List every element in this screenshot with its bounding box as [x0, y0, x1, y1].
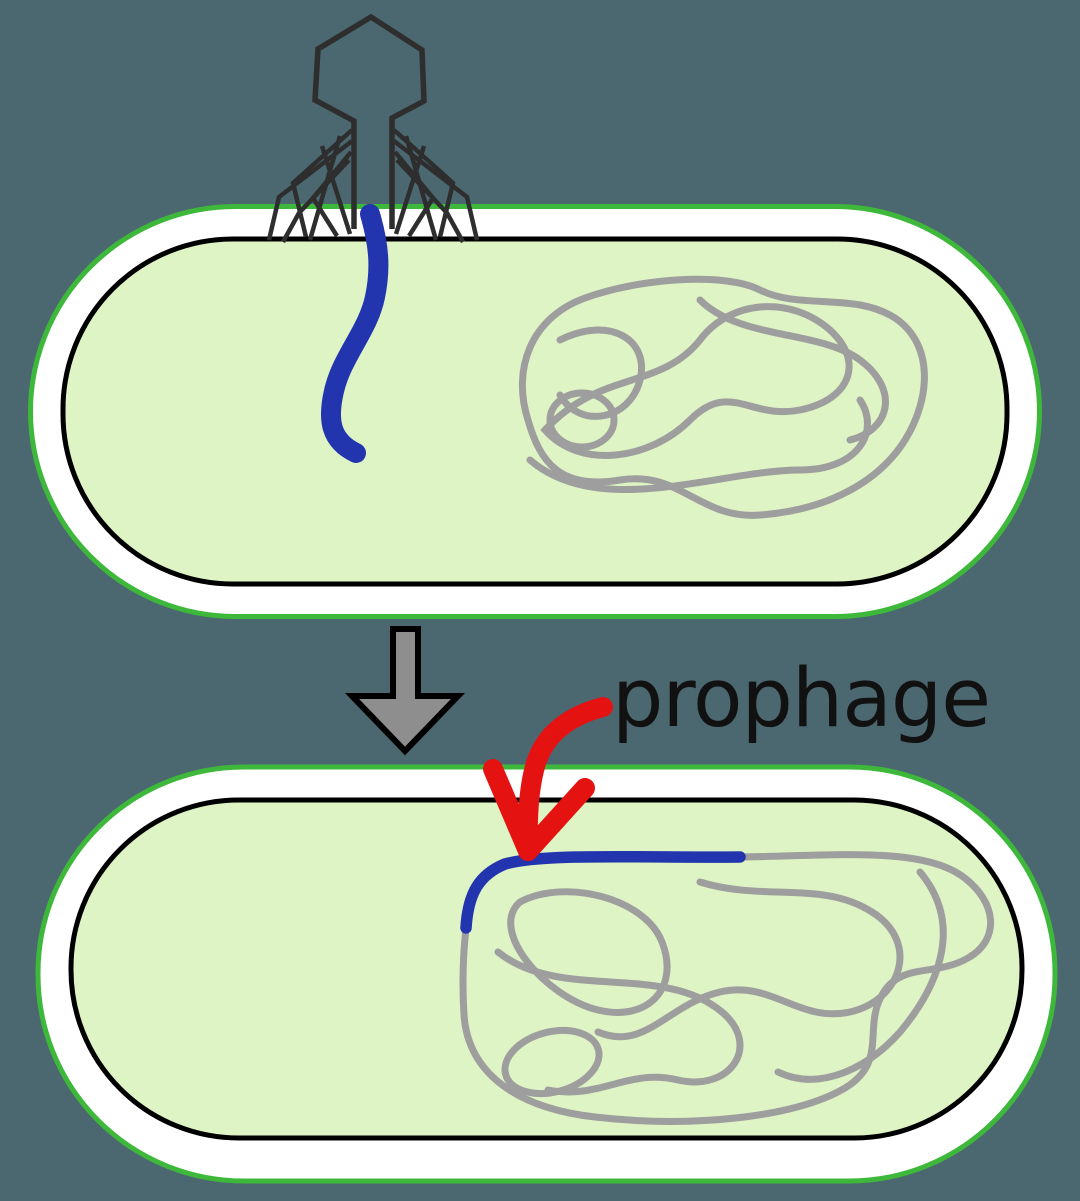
chromosome-strand	[546, 389, 618, 451]
bacterium-top-membrane	[60, 236, 1010, 587]
chromosome-strand	[518, 275, 928, 519]
tail-fiber	[319, 145, 353, 235]
bacterial-chromosome-top	[518, 275, 928, 519]
prophage-pointer-arrow-icon	[483, 697, 613, 861]
red-arrow-barb-right	[518, 778, 595, 861]
chromosome-strand	[696, 296, 889, 444]
down-arrow-icon	[344, 626, 466, 756]
chromosome-strand	[540, 303, 853, 459]
bacteriophage-icon	[266, 13, 480, 244]
phage-dna-strand	[321, 204, 389, 463]
chromosome-strand	[501, 1026, 603, 1098]
prophage-label: prophage	[612, 652, 991, 746]
chromosome-strand	[494, 948, 744, 1096]
phage-tail-fibers-left	[266, 128, 354, 244]
tail-fiber	[290, 128, 354, 238]
bacterium-top	[28, 204, 1042, 619]
red-arrow-barb-left	[483, 759, 538, 861]
chromosome-strand	[507, 888, 671, 1016]
tail-fiber	[307, 135, 343, 241]
chromosome-strand	[594, 878, 904, 1041]
integrated-prophage-dna	[460, 850, 746, 934]
phage-head-and-tail	[312, 13, 427, 229]
chromosome-strand	[556, 326, 645, 420]
bacterium-bottom-membrane	[68, 797, 1025, 1141]
tail-fiber	[393, 145, 427, 235]
red-arrow-shaft	[517, 697, 613, 859]
phage-tail-fibers-right	[392, 128, 480, 244]
tail-fiber	[392, 128, 456, 238]
tail-fiber	[403, 135, 439, 241]
chromosome-strand	[774, 868, 947, 1083]
